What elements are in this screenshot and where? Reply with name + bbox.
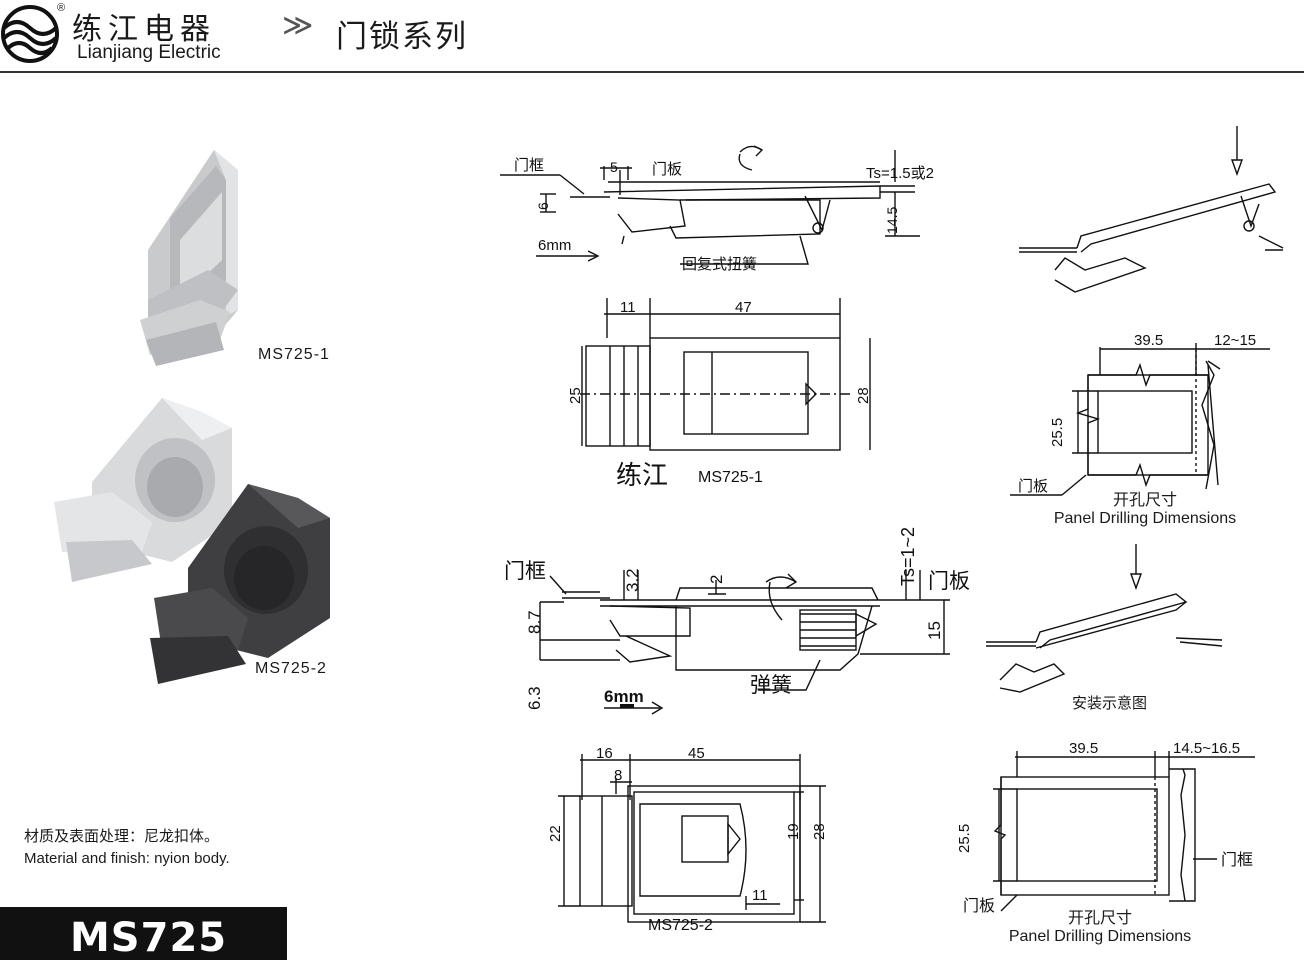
- drawing1-side-door-panel: 门板: [652, 160, 682, 178]
- ms725-2-side-section-drawing: 门框 3.2 2 Ts=1~2 门板 8.7 15 6.3 6mm 弹簧: [504, 527, 970, 715]
- drawing2-panel-door-frame: 门框: [1221, 851, 1253, 869]
- drawing2-panel-caption-en: Panel Drilling Dimensions: [1008, 928, 1192, 945]
- install-diagram-2: [986, 544, 1223, 693]
- drawing2-top-dim-28: 28: [811, 823, 828, 840]
- drawing1-side-dim-5: 5: [610, 159, 618, 175]
- drawing2-side-spring: 弹簧: [750, 674, 792, 697]
- drawing1-side-travel: 6mm: [538, 237, 571, 254]
- drawing2-top-dim-16: 16: [596, 745, 613, 762]
- brand-name-en: Lianjiang Electric: [77, 42, 221, 63]
- material-note: 材质及表面处理：尼龙扣体。 Material and finish: nyion…: [24, 826, 230, 870]
- drawing1-top-model: MS725-1: [698, 469, 763, 486]
- ms725-1-caption: MS725-1: [258, 346, 330, 363]
- drawing2-panel-dim-25-5: 25.5: [956, 824, 973, 853]
- ms725-2-top-view-drawing: 16 45 8 22 19 28 11 MS725-2: [547, 745, 828, 934]
- drawing1-top-dim-28: 28: [855, 387, 872, 404]
- drawing1-side-thickness: Ts=1.5或2: [866, 165, 934, 182]
- breadcrumb-arrow: ≫: [282, 9, 314, 42]
- drawing2-top-dim-22: 22: [547, 825, 564, 842]
- ms725-2-panel-drilling-drawing: 39.5 14.5~16.5 25.5 门框 门板: [956, 740, 1255, 915]
- drawing1-panel-dim-12-15: 12~15: [1214, 332, 1256, 349]
- drawing2-top-dim-11: 11: [752, 887, 768, 904]
- drawing1-panel-dim-25-5: 25.5: [1049, 418, 1066, 447]
- drawing1-panel-dim-39-5: 39.5: [1134, 332, 1163, 349]
- drawing2-side-door-panel: 门板: [928, 570, 970, 593]
- install-diagram-1: [1019, 126, 1284, 293]
- drawing2-top-dim-45: 45: [688, 745, 705, 762]
- drawing2-side-dim-15: 15: [925, 621, 944, 640]
- install-caption: 安装示意图: [1072, 695, 1148, 712]
- drawing2-side-dim-6-3: 6.3: [525, 686, 544, 710]
- ms725-1-side-section-drawing: 门框 5 门板 Ts=1.5或2 6 14.5 6mm 回复式扭簧: [500, 145, 934, 273]
- brand-name-cn: 练江电器: [72, 12, 216, 47]
- drawing1-side-door-frame: 门框: [514, 157, 544, 174]
- material-en: Material and finish: nyion body.: [24, 850, 230, 867]
- drawing1-panel-door-panel: 门板: [1018, 477, 1048, 495]
- ms725-1-panel-drilling-drawing: 39.5 12~15 25.5 门板: [1010, 332, 1270, 496]
- drawing2-side-dim-8-7: 8.7: [525, 610, 544, 634]
- drawing2-side-thickness: Ts=1~2: [898, 527, 918, 586]
- drawing1-panel-caption-cn: 开孔尺寸: [1112, 492, 1177, 509]
- drawing1-side-dim-6: 6: [535, 202, 551, 210]
- drawing2-panel-dim-14-5-16-5: 14.5~16.5: [1173, 740, 1240, 757]
- model-tab: MS725: [0, 907, 287, 961]
- drawing1-panel-caption-en: Panel Drilling Dimensions: [1053, 510, 1237, 527]
- drawing1-side-spring: 回复式扭簧: [682, 255, 757, 273]
- drawing2-side-dim-3-2: 3.2: [623, 568, 642, 592]
- drawing1-side-dim-14-5: 14.5: [884, 207, 900, 234]
- drawing2-top-model: MS725-2: [648, 917, 713, 934]
- drawing2-top-dim-8: 8: [614, 767, 622, 784]
- ms725-2-caption: MS725-2: [255, 660, 327, 677]
- drawing1-top-dim-47: 47: [735, 299, 752, 316]
- drawing2-top-dim-19: 19: [785, 823, 802, 840]
- drawing2-panel-caption-cn: 开孔尺寸: [1067, 910, 1132, 927]
- material-cn: 材质及表面处理：尼龙扣体。: [24, 828, 220, 845]
- drawing2-side-door-frame: 门框: [504, 560, 546, 583]
- drawing1-top-dim-25: 25: [567, 387, 584, 404]
- brand-logo-icon: [1, 5, 59, 63]
- drawing1-top-watermark: 练江: [616, 461, 668, 491]
- drawing1-top-dim-11: 11: [620, 299, 636, 316]
- ms725-2-dark-product-image: [150, 484, 330, 684]
- registered-mark: ®: [57, 2, 66, 14]
- drawing1-panel-caption: 开孔尺寸 Panel Drilling Dimensions: [1030, 486, 1260, 528]
- model-number: MS725: [70, 915, 228, 961]
- drawing2-panel-door-panel: 门板: [963, 897, 995, 915]
- ms725-2-light-product-image: [54, 398, 232, 582]
- page-header: ® 练江电器 Lianjiang Electric ≫ 门锁系列: [0, 0, 1304, 74]
- ms725-1-top-view-drawing: 11 47 25 28 练江 MS725-1: [567, 298, 872, 491]
- header-divider: [0, 71, 1304, 73]
- drawing2-side-travel: 6mm: [604, 687, 644, 706]
- drawing2-side-dim-2: 2: [707, 575, 726, 584]
- ms725-1-product-image: [140, 150, 238, 366]
- series-title: 门锁系列: [336, 19, 468, 55]
- drawing2-panel-dim-39-5: 39.5: [1069, 740, 1098, 757]
- drawing2-panel-caption: 开孔尺寸 Panel Drilling Dimensions: [984, 904, 1216, 946]
